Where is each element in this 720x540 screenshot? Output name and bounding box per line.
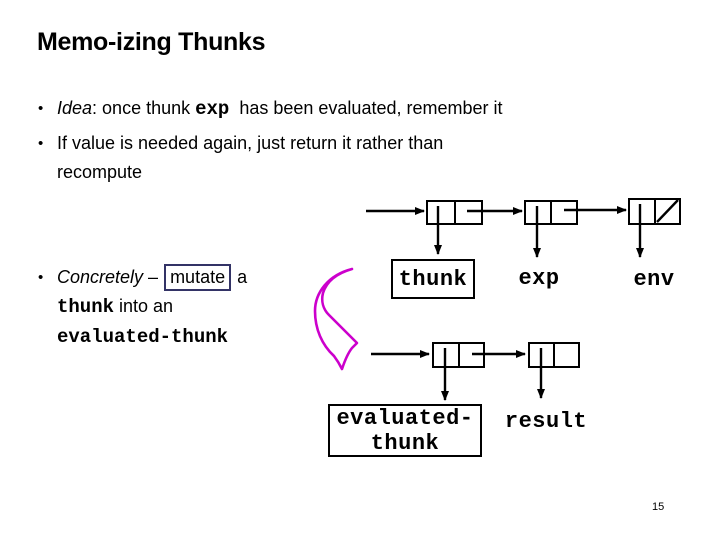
cons-cdr [456, 202, 482, 223]
evaluated-thunk-label-line1: evaluated- [336, 405, 474, 431]
exp-label: exp [518, 266, 560, 291]
bullet-if-value: • If value is needed again, just return … [38, 129, 658, 187]
cons-cdr [552, 202, 576, 223]
thunk-label: thunk [398, 266, 468, 292]
mutate-highlight-box: mutate [164, 264, 232, 291]
concretely-italic: Concretely [57, 267, 144, 287]
bullet-icon: • [38, 135, 44, 152]
bullet-idea: • Idea: once thunk exp has been evaluate… [38, 94, 658, 124]
cons-cell-env-pair [628, 198, 681, 225]
idea-rest: has been evaluated, remember it [229, 98, 503, 118]
bullet-if-value-text: If value is needed again, just return it… [57, 129, 443, 187]
cons-cell-thunk-pair [426, 200, 483, 225]
thunk-code: thunk [57, 296, 115, 318]
cons-cell-evaluated-pair [432, 342, 485, 368]
evaluated-thunk-label-line2: thunk [370, 430, 440, 456]
bullet-concretely: • Concretely – mutate a thunk into an ev… [38, 263, 338, 352]
cons-cell-exp-pair [524, 200, 578, 225]
cons-car [428, 202, 456, 223]
env-label: env [633, 267, 675, 292]
cons-cdr [460, 344, 484, 366]
cons-car [526, 202, 552, 223]
bullet-icon: • [38, 100, 44, 117]
result-label: result [504, 409, 588, 434]
exp-code: exp [195, 98, 230, 120]
idea-italic: Idea [57, 98, 93, 118]
cons-cell-result-pair [528, 342, 580, 368]
evaluated-thunk-label-box: evaluated- thunk [328, 404, 482, 457]
cons-car [630, 200, 656, 223]
bullet-idea-text: Idea: once thunk exp has been evaluated,… [57, 94, 503, 124]
if-value-line1: If value is needed again, just return it… [57, 133, 444, 153]
evaluated-thunk-code: evaluated-thunk [57, 326, 229, 348]
bullet-icon: • [38, 269, 44, 286]
cons-car [434, 344, 460, 366]
bullet-concretely-text: Concretely – mutate a thunk into an eval… [57, 263, 247, 352]
concretely-line3: evaluated-thunk [57, 322, 247, 352]
cons-cdr-nil [656, 200, 680, 223]
concretely-a: a [232, 267, 248, 287]
idea-mid: : once thunk [92, 98, 196, 118]
concretely-line2: thunk into an [57, 292, 247, 322]
thunk-label-box: thunk [391, 259, 475, 299]
concretely-dash: – [143, 267, 164, 287]
cons-cdr-empty [555, 344, 578, 366]
if-value-line2: recompute [57, 162, 143, 182]
concretely-into: into an [114, 296, 174, 316]
cons-car [530, 344, 555, 366]
concretely-line1: Concretely – mutate a [57, 263, 247, 292]
page-title: Memo-izing Thunks [37, 28, 266, 56]
page-number: 15 [652, 501, 665, 513]
